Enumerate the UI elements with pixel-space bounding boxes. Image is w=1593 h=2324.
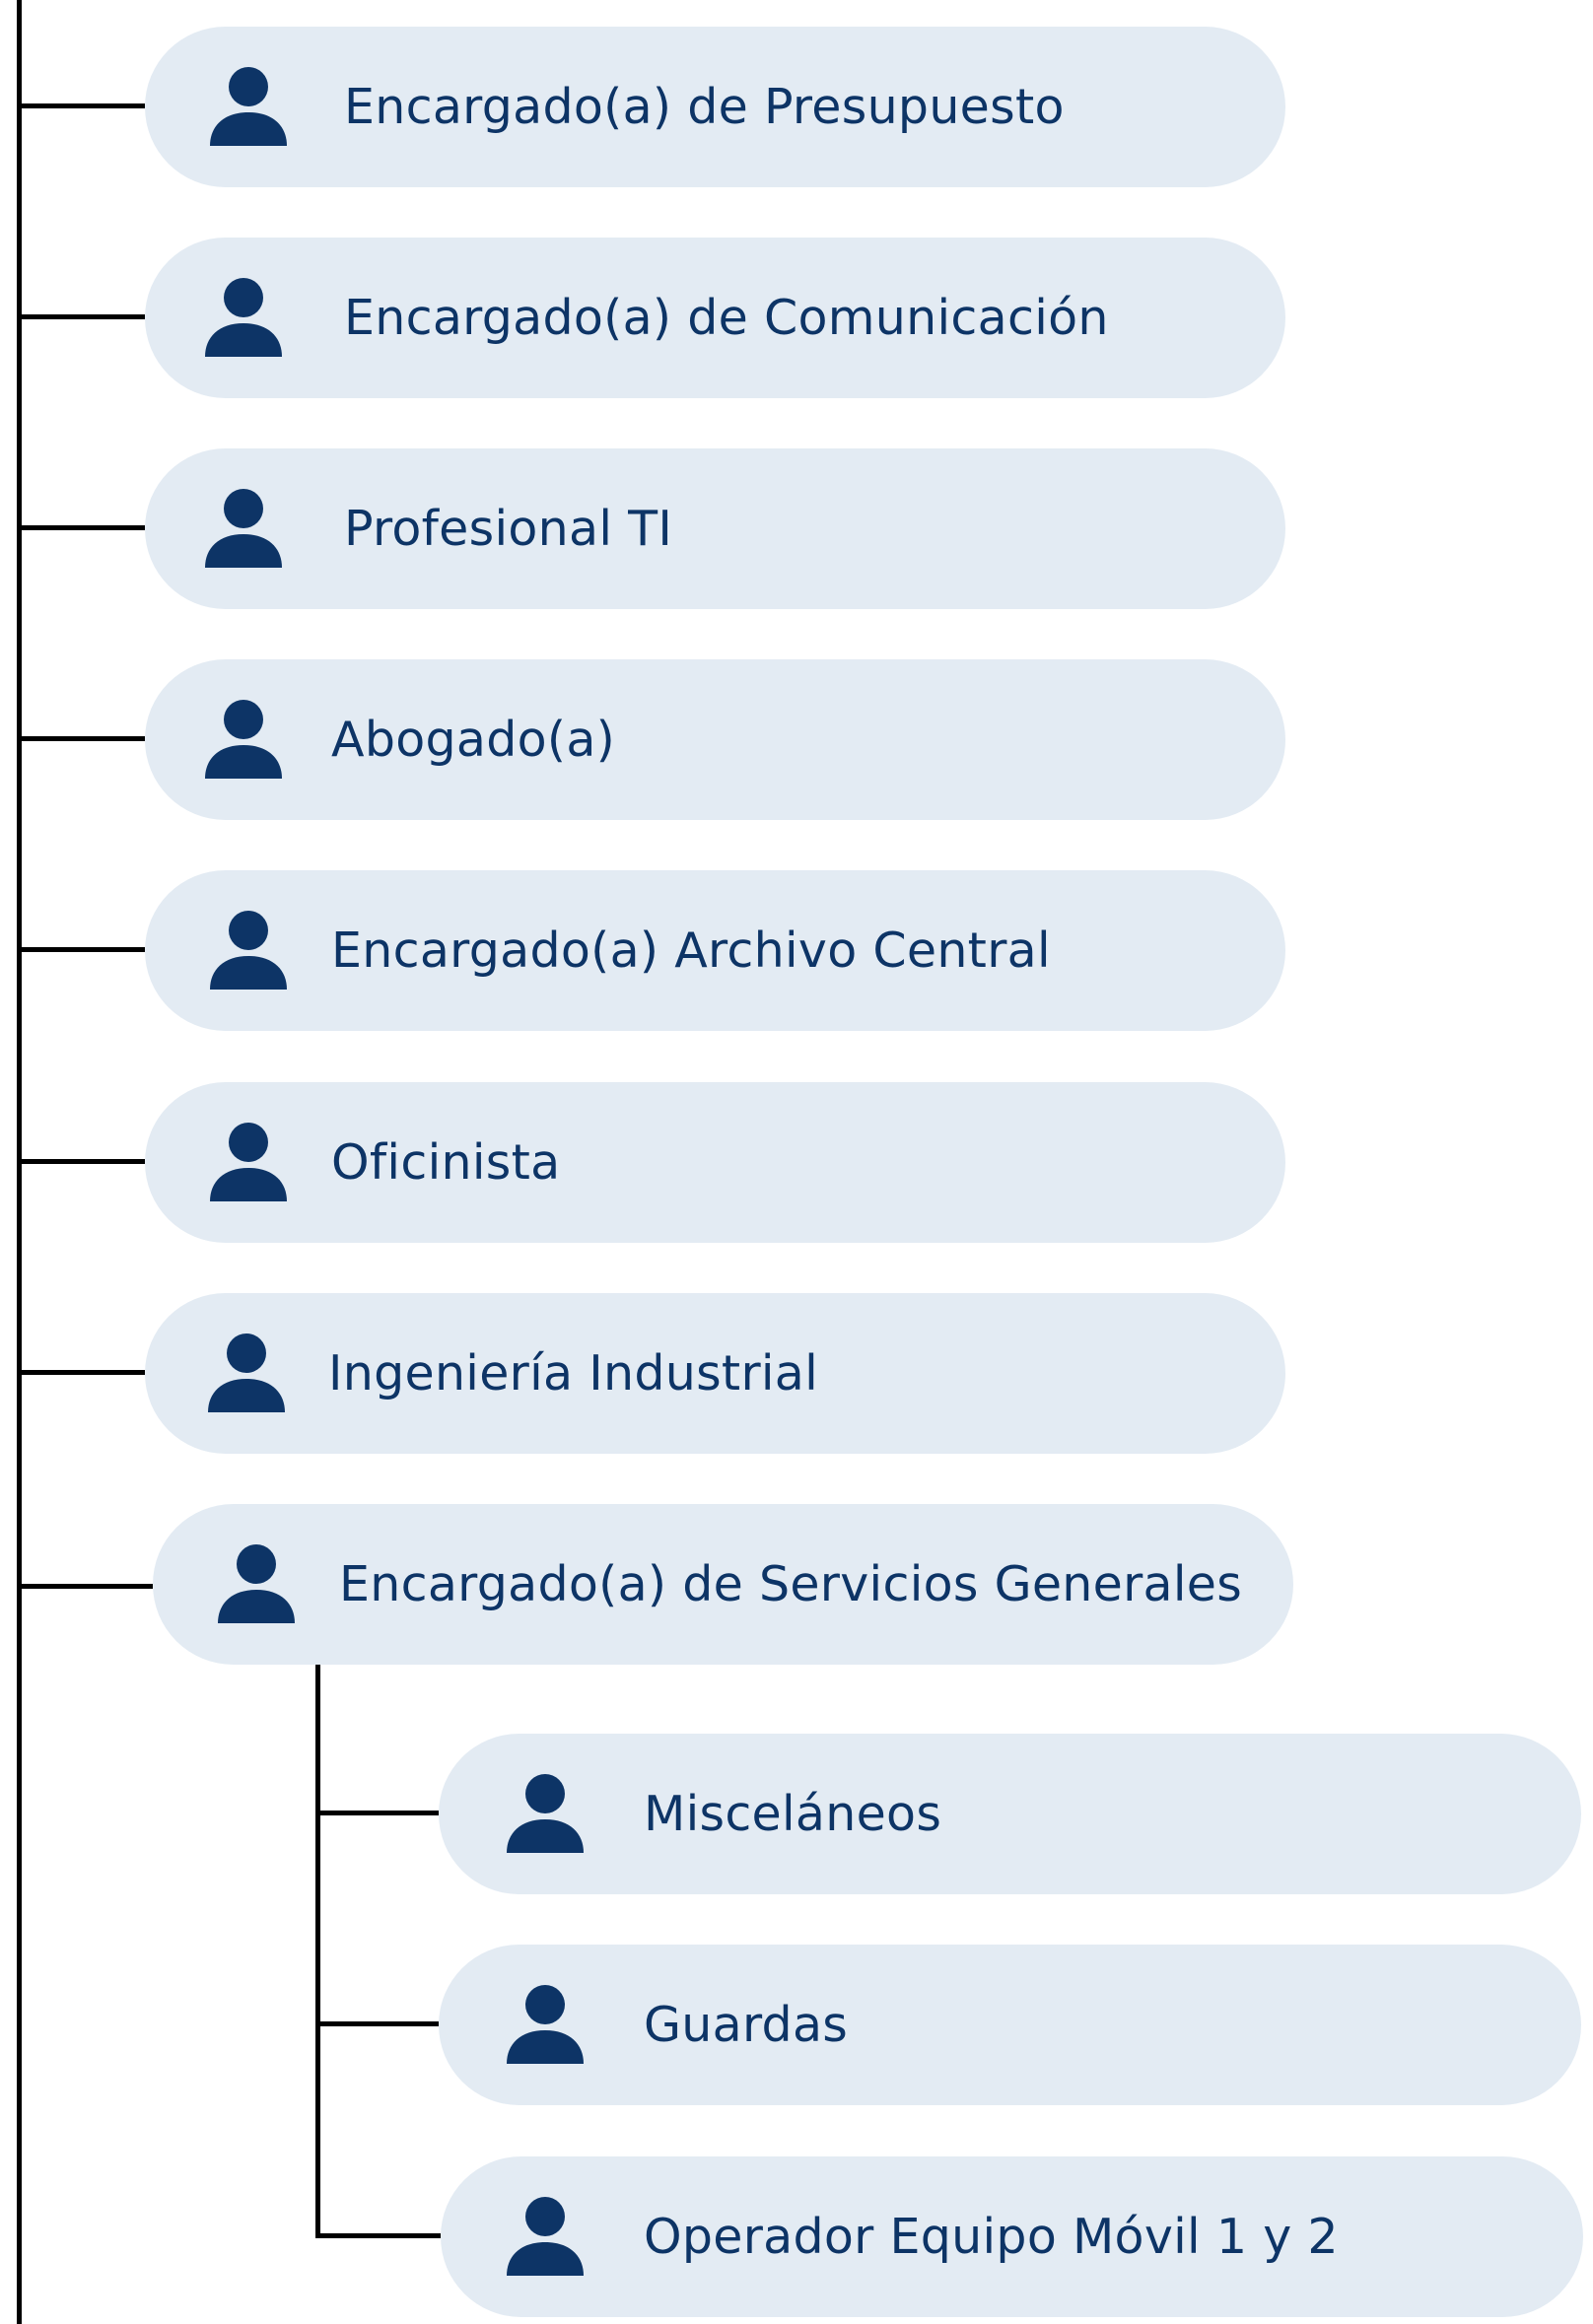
person-icon [205,489,282,568]
connector-7 [19,1370,145,1375]
node-label: Abogado(a) [331,712,616,768]
node-encargado-presupuesto: Encargado(a) de Presupuesto [145,27,1285,187]
node-label: Ingeniería Industrial [328,1345,819,1401]
sub-connector-3 [317,2233,441,2238]
node-label: Profesional TI [344,501,673,557]
node-encargado-comunicacion: Encargado(a) de Comunicación [145,238,1285,398]
subtree-trunk-line [315,1665,320,2238]
connector-3 [19,525,145,530]
connector-1 [19,103,145,108]
node-profesional-ti: Profesional TI [145,448,1285,609]
person-icon [507,1774,584,1853]
node-guardas: Guardas [439,1945,1581,2105]
connector-2 [19,314,145,319]
node-label: Encargado(a) de Comunicación [344,290,1109,346]
node-label: Guardas [644,1997,849,2053]
node-label: Misceláneos [644,1786,942,1842]
person-icon [507,2197,584,2276]
person-icon [218,1544,295,1623]
node-abogado: Abogado(a) [145,659,1285,820]
sub-connector-1 [317,1811,439,1815]
person-icon [210,1123,287,1201]
node-archivo-central: Encargado(a) Archivo Central [145,870,1285,1031]
connector-8 [19,1584,153,1589]
node-miscelaneos: Misceláneos [439,1734,1581,1894]
node-ingenieria-industrial: Ingeniería Industrial [145,1293,1285,1454]
node-label: Oficinista [331,1134,561,1191]
person-icon [205,700,282,779]
person-icon [210,911,287,990]
node-oficinista: Oficinista [145,1082,1285,1243]
person-icon [507,1985,584,2064]
node-servicios-generales: Encargado(a) de Servicios Generales [153,1504,1293,1665]
person-icon [205,278,282,357]
node-label: Encargado(a) de Presupuesto [344,79,1065,135]
node-label: Encargado(a) Archivo Central [331,923,1051,979]
connector-4 [19,736,145,741]
node-operador-equipo-movil: Operador Equipo Móvil 1 y 2 [441,2156,1583,2317]
person-icon [208,1333,285,1412]
node-label: Operador Equipo Móvil 1 y 2 [644,2209,1339,2265]
connector-6 [19,1159,145,1164]
sub-connector-2 [317,2021,439,2026]
person-icon [210,67,287,146]
connector-5 [19,947,145,952]
node-label: Encargado(a) de Servicios Generales [339,1556,1243,1612]
